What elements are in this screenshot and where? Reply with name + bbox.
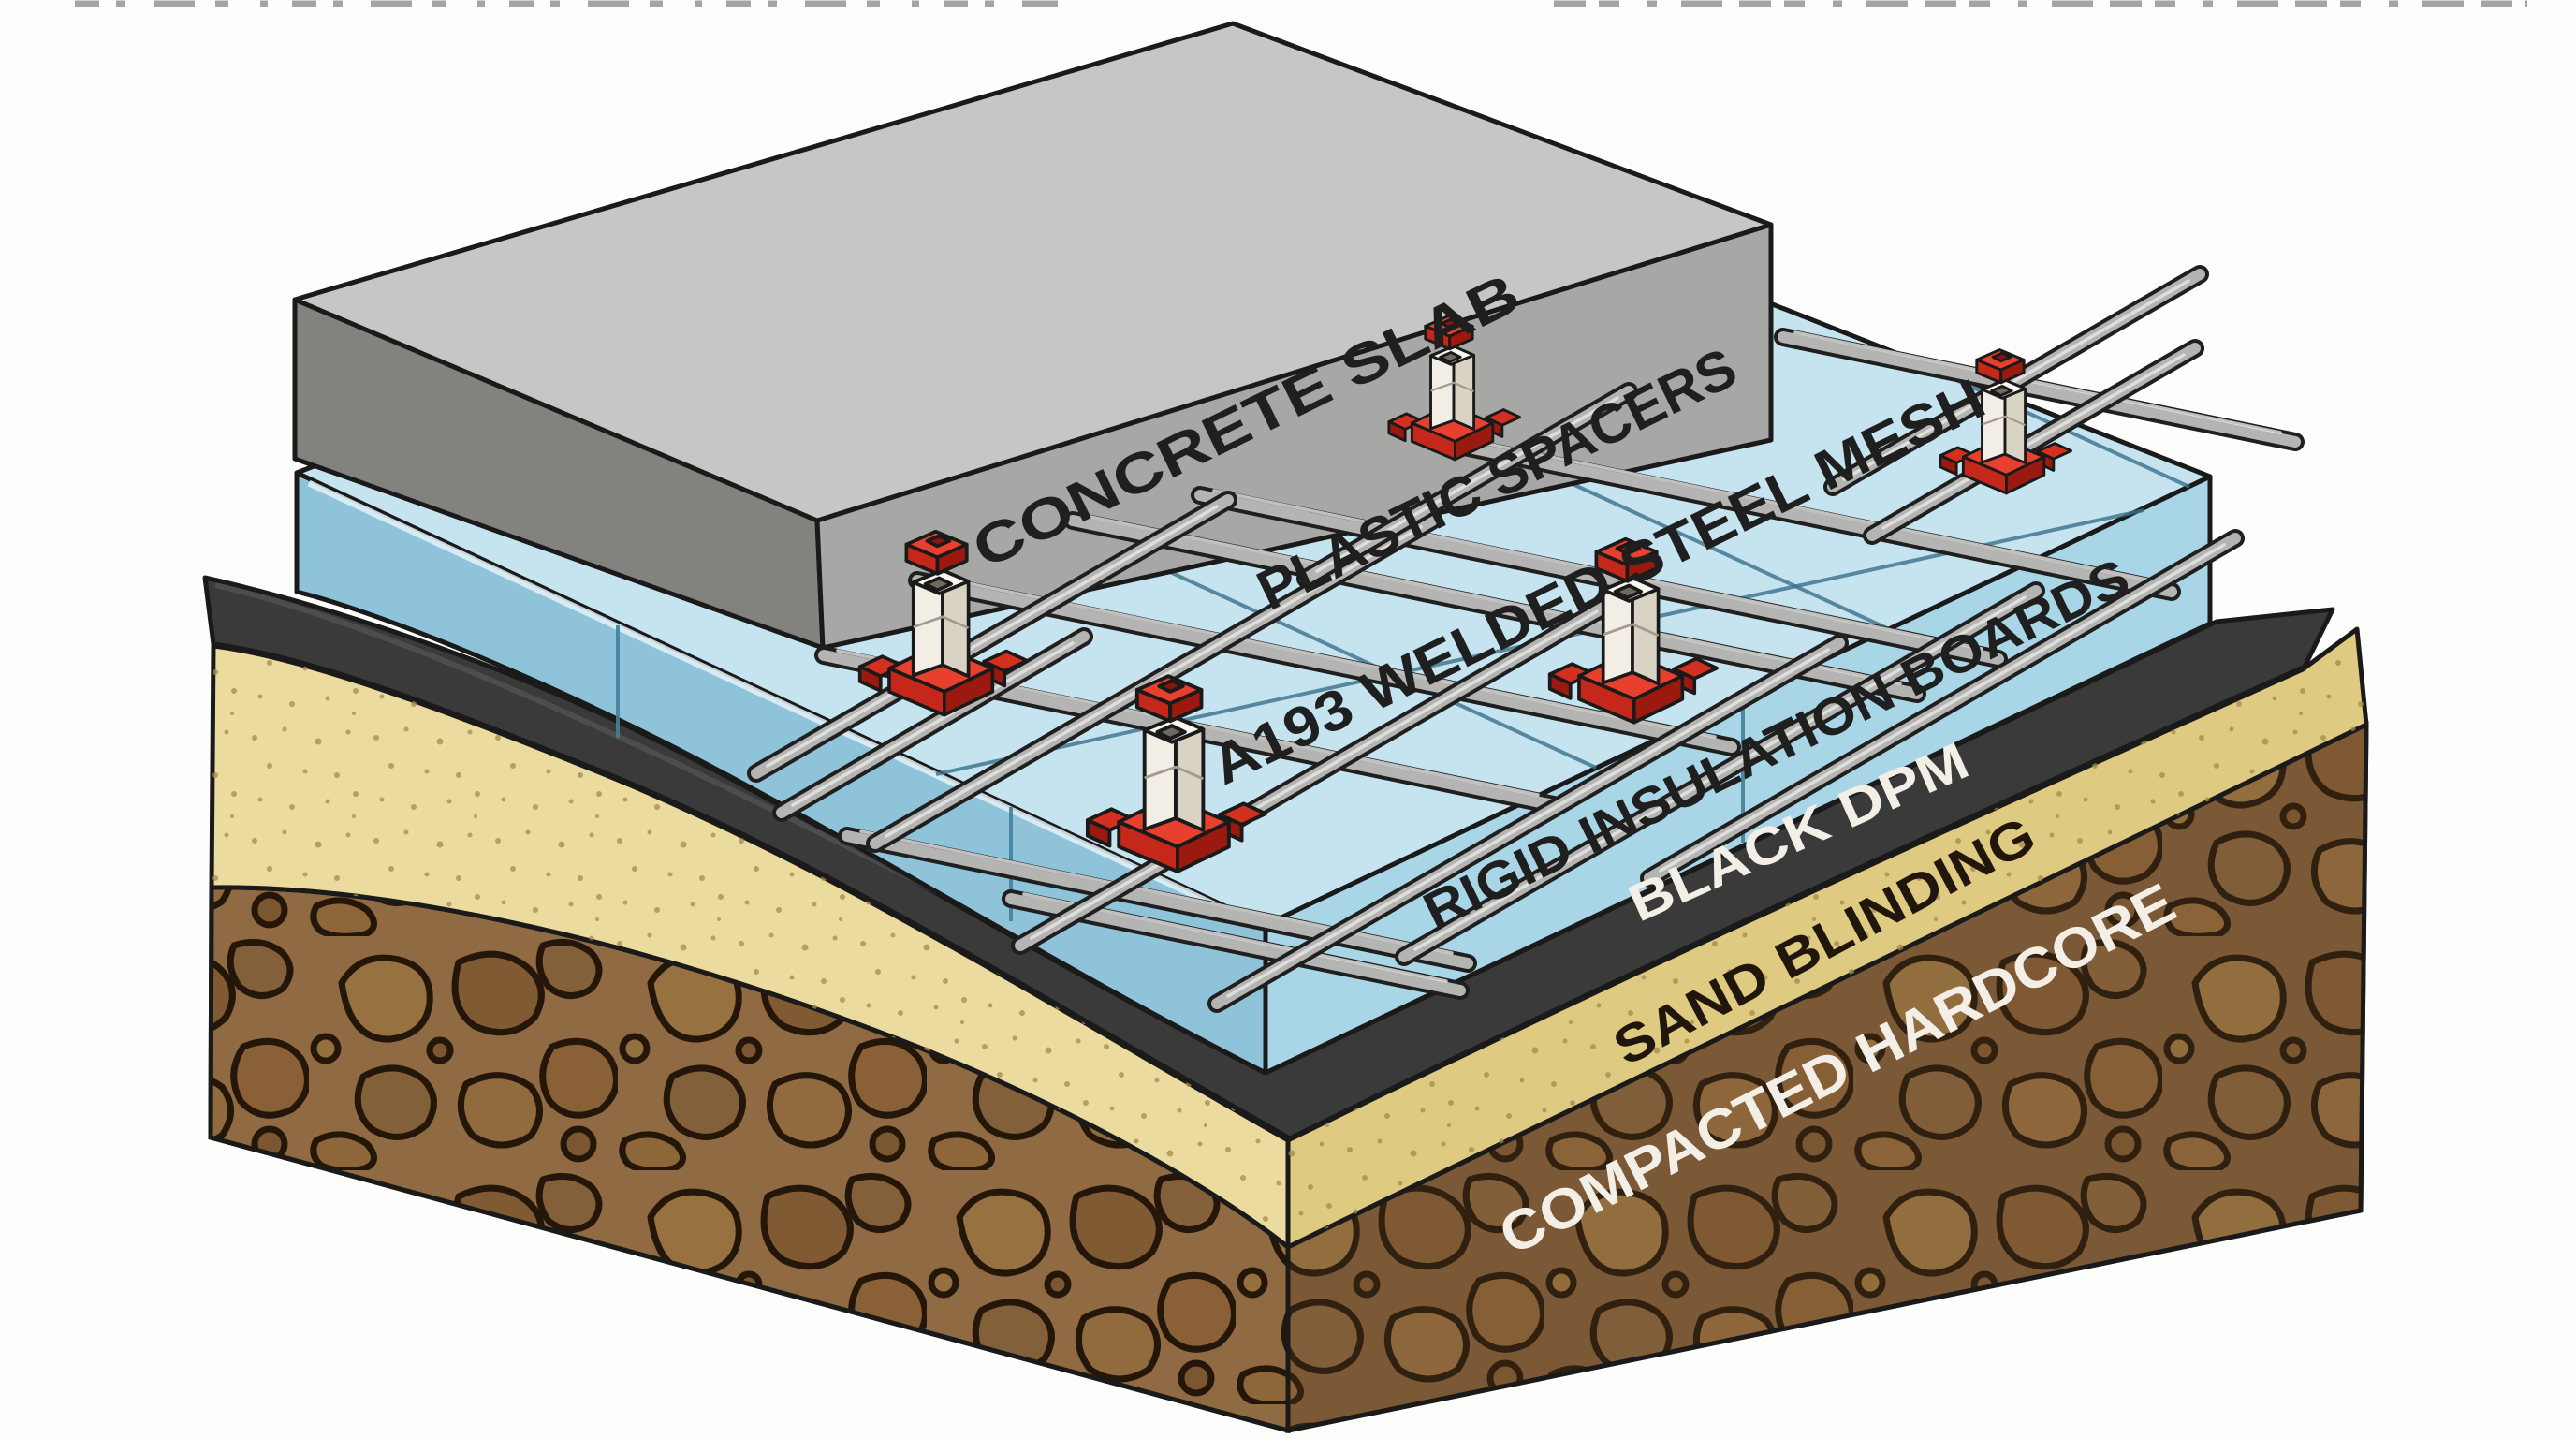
- dpm-sheen: [214, 582, 938, 894]
- mesh-rod: [1423, 431, 2181, 601]
- mesh-rod: [1774, 328, 2305, 451]
- mesh-rods-cross-direction: [747, 265, 2245, 1013]
- sand-right-texture: [1288, 629, 2366, 1247]
- concrete-slab: [292, 21, 1774, 651]
- mesh-rod: [1823, 265, 2209, 496]
- mesh-rod: [1208, 634, 1849, 1013]
- insulation-left-face: [294, 470, 1268, 1076]
- insulation-left-top-highlight: [307, 479, 1256, 927]
- mesh-rod: [747, 491, 1237, 783]
- sand-left-texture: [212, 646, 1288, 1247]
- mesh-rod: [1011, 595, 1617, 955]
- mesh-rod: [1863, 339, 2204, 545]
- sand-blinding-layer: [209, 626, 2369, 1250]
- mesh-rod: [1395, 581, 2045, 966]
- mesh-rod: [1296, 382, 1638, 588]
- mesh-rod: [1063, 511, 1926, 703]
- mesh-rod: [1640, 529, 2245, 888]
- mesh-rod: [772, 627, 1093, 822]
- slab-top-face: [292, 21, 1774, 523]
